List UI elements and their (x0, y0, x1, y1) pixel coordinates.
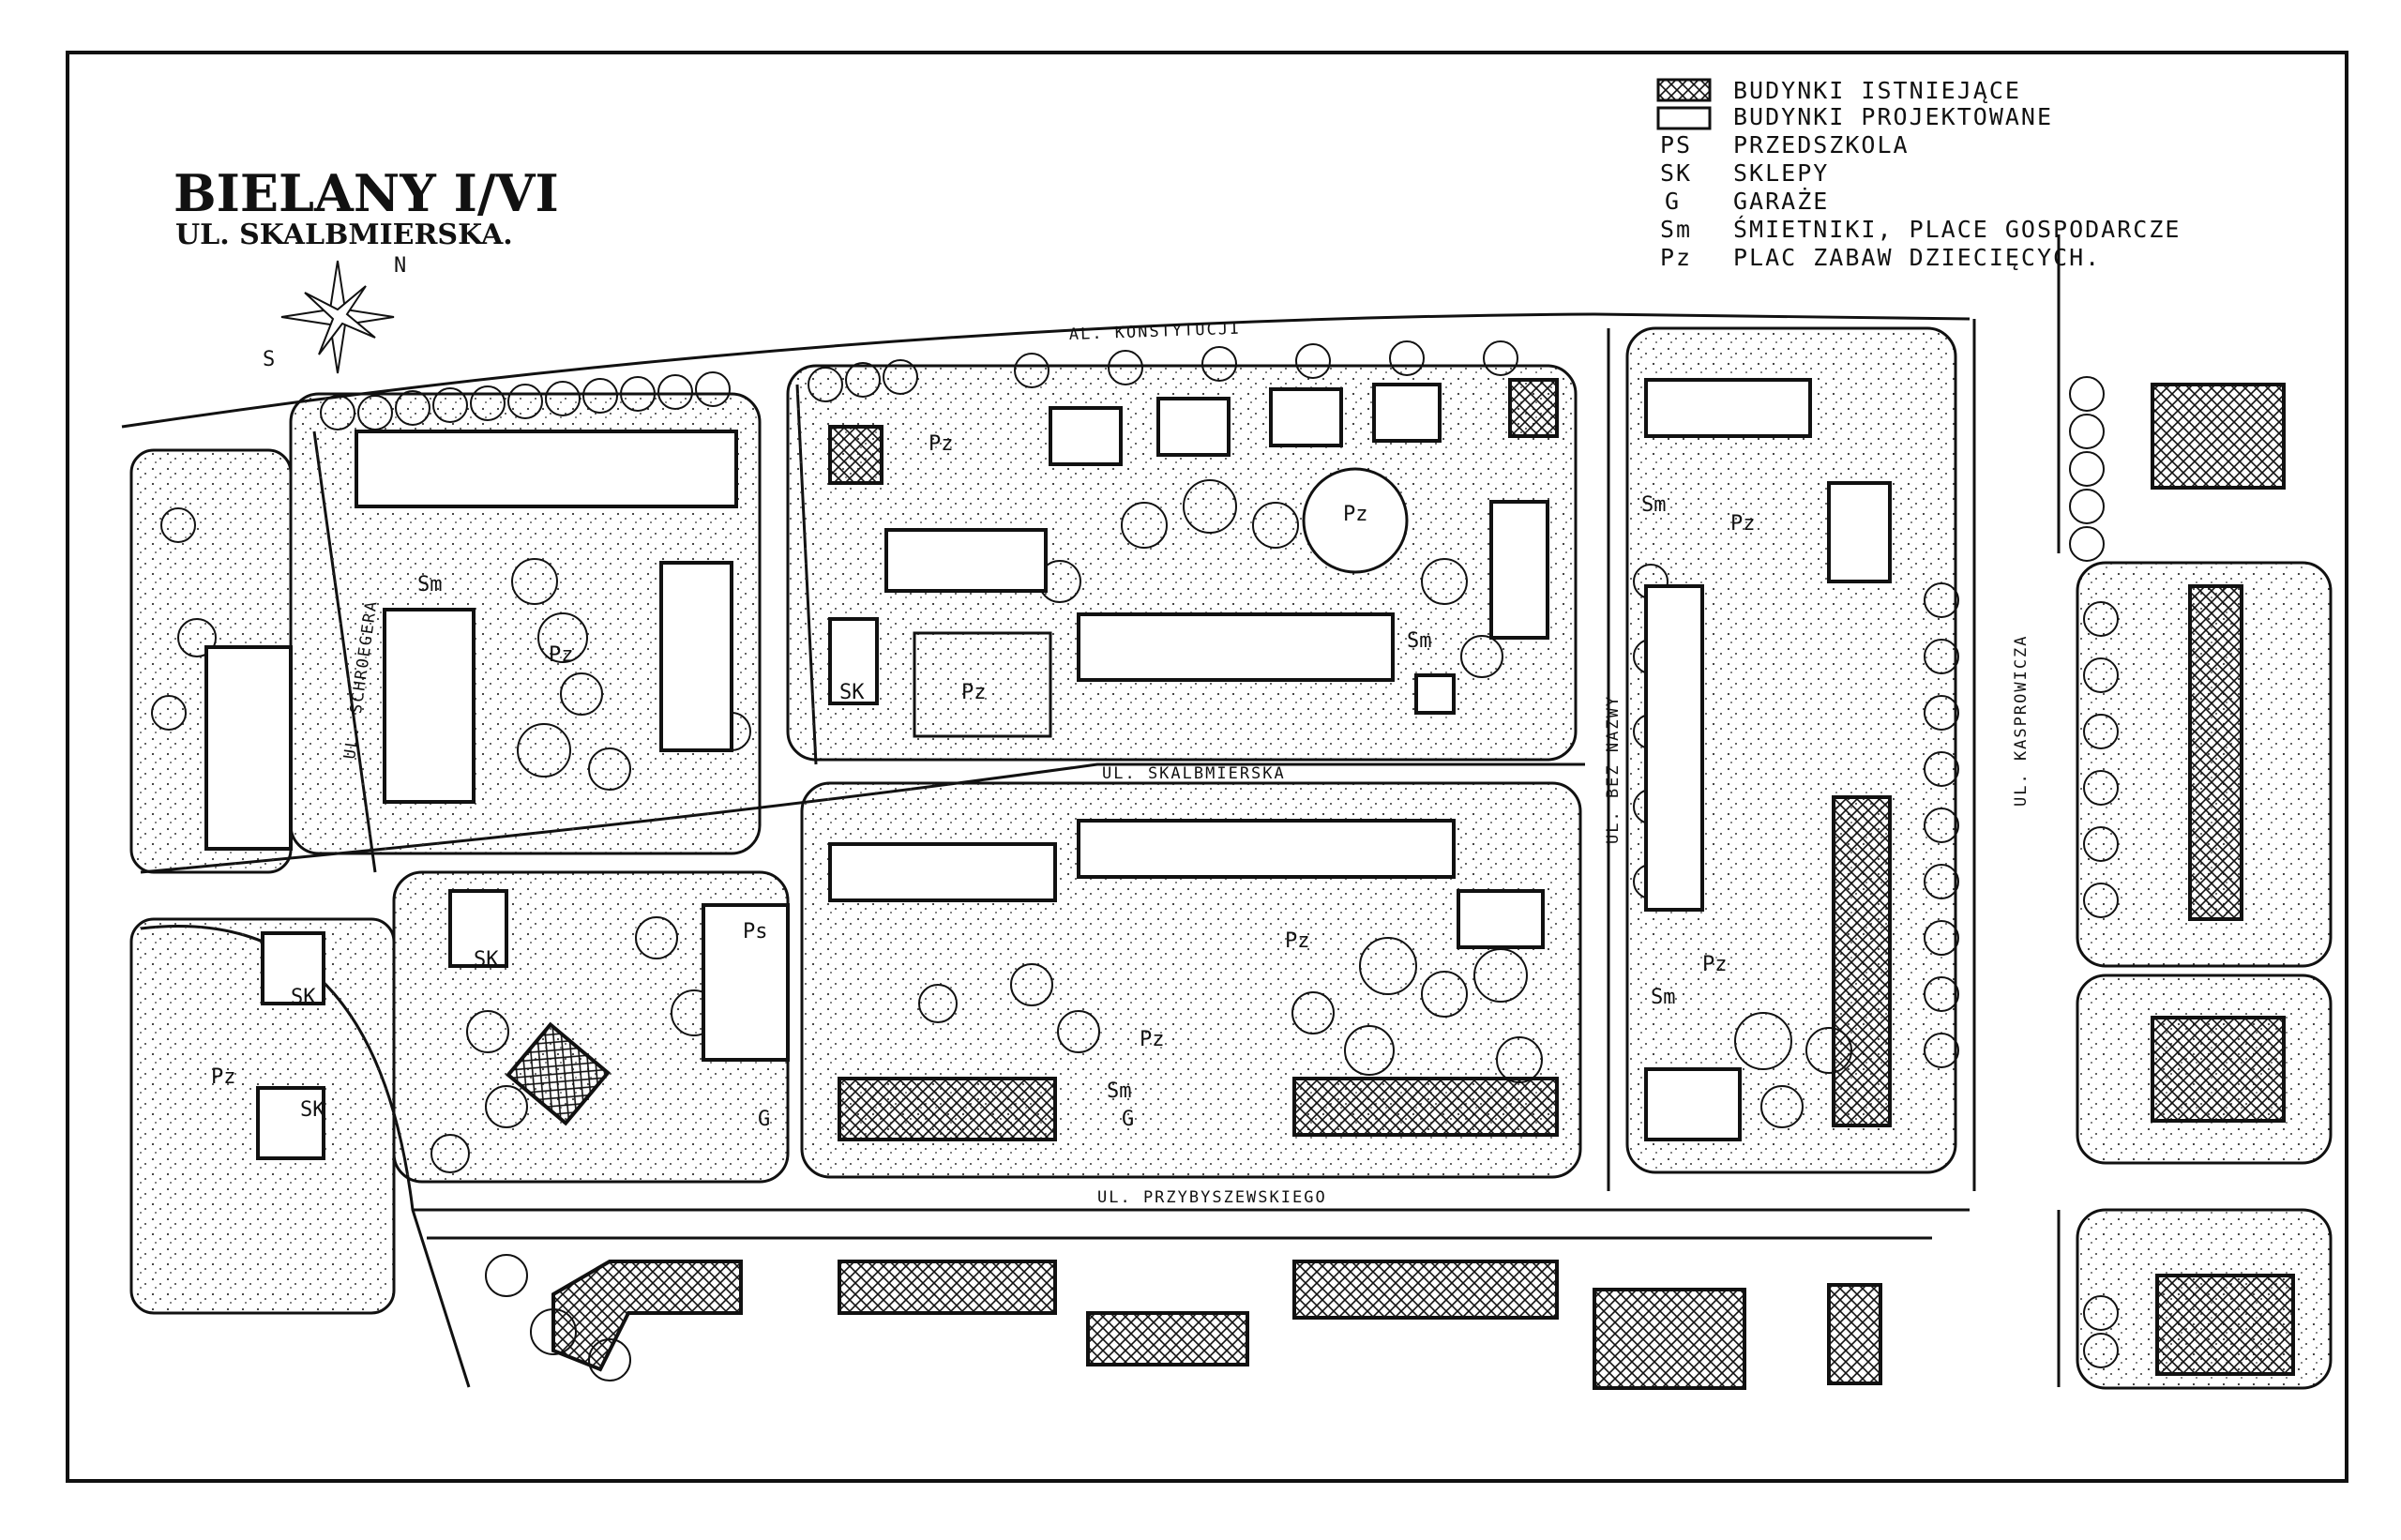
code-sk: SK (839, 681, 865, 704)
legend-symbol-ps: PS (1660, 131, 1692, 159)
building-projected (828, 617, 879, 705)
legend-label-existing: BUDYNKI ISTNIEJĄCE (1733, 77, 2021, 104)
building-projected (256, 1086, 325, 1160)
code-pz: Pz (211, 1065, 236, 1089)
building-projected (261, 931, 325, 1005)
code-pz: Pz (1730, 512, 1756, 536)
building-existing (828, 425, 883, 485)
projected-buildings (204, 378, 1892, 1160)
building-projected (383, 608, 476, 804)
map-frame (66, 51, 2348, 1483)
building-existing (1292, 1077, 1559, 1137)
building-projected (1644, 1067, 1742, 1141)
map-subtitle: UL. SKALBMIERSKA. (175, 219, 513, 251)
street-label-kasprowicza: UL. KASPROWICZA (2012, 634, 2031, 807)
building-existing (2151, 1016, 2286, 1123)
legend-symbol-sm: Sm (1660, 216, 1692, 243)
building-projected (1827, 481, 1892, 583)
map-title: BIELANY I/VI (174, 163, 559, 223)
map-codes: Pz Pz Pz Pz Pz Pz Pz Pz Pz SK SK SK SK S… (211, 432, 1756, 1131)
legend-symbol-pz: Pz (1660, 244, 1692, 271)
legend-label-pz: PLAC ZABAW DZIECIĘCYCH. (1733, 244, 2101, 271)
legend: BUDYNKI ISTNIEJĄCE BUDYNKI PROJEKTOWANE … (1656, 77, 2181, 271)
existing-buildings (506, 378, 2295, 1390)
building-projected (1372, 383, 1442, 443)
building-projected (1644, 584, 1704, 912)
legend-label-sk: SKLEPY (1733, 159, 1829, 187)
building-projected (1457, 889, 1545, 949)
building-projected (702, 903, 790, 1062)
code-pz: Pz (929, 432, 954, 456)
legend-symbol-g: G (1665, 188, 1681, 215)
legend-symbol-sk: SK (1660, 159, 1692, 187)
building-projected (884, 528, 1048, 593)
compass-south-label: S (263, 348, 275, 371)
building-existing (1292, 1260, 1559, 1320)
legend-label-sm: ŚMIETNIKI, PLACE GOSPODARCZE (1733, 215, 2181, 243)
building-projected (1077, 819, 1456, 879)
compass-rose-icon (280, 260, 395, 374)
building-existing (838, 1260, 1057, 1315)
legend-swatch-projected (1656, 106, 1712, 130)
code-sm: Sm (1651, 986, 1676, 1009)
legend-label-ps: PRZEDSZKOLA (1733, 131, 1910, 159)
building-existing (1832, 795, 1892, 1127)
legend-swatch-existing (1656, 78, 1712, 102)
street-label-bez-nazwy: UL. BEZ NAZWY (1604, 695, 1623, 844)
building-existing (2155, 1274, 2295, 1376)
street-label-konstytucji: AL. KONSTYTUCJI (1068, 320, 1241, 344)
building-projected (448, 889, 508, 968)
code-pz: Pz (1702, 953, 1728, 976)
building-existing (506, 1021, 611, 1126)
legend-label-projected: BUDYNKI PROJEKTOWANE (1733, 103, 2053, 130)
street-label-przybyszewskiego: UL. PRZYBYSZEWSKIEGO (1097, 1188, 1327, 1207)
code-sm: Sm (1407, 629, 1432, 653)
building-existing (1827, 1283, 1882, 1385)
building-projected (1049, 406, 1123, 466)
playground-pz (913, 631, 1052, 738)
building-existing (1086, 1311, 1249, 1366)
building-projected (1414, 673, 1456, 715)
code-ps: Ps (743, 920, 768, 944)
code-g: G (1122, 1108, 1134, 1131)
building-existing (2151, 383, 2286, 490)
code-sm: Sm (417, 573, 443, 596)
code-sm: Sm (1641, 493, 1667, 517)
code-sk: SK (300, 1098, 325, 1122)
building-projected (1644, 378, 1812, 438)
code-sm: Sm (1107, 1080, 1132, 1103)
code-pz: Pz (1140, 1028, 1165, 1051)
building-projected (828, 842, 1057, 902)
code-g: G (758, 1108, 770, 1131)
playground-circle-pz (1302, 467, 1409, 574)
building-projected (1156, 397, 1231, 457)
building-projected (1269, 387, 1343, 447)
building-projected (659, 561, 733, 752)
street-label-skalbmierska: UL. SKALBMIERSKA (1102, 764, 1286, 783)
code-pz: Pz (1285, 929, 1310, 953)
building-existing (838, 1077, 1057, 1141)
building-existing (1593, 1288, 1746, 1390)
legend-label-g: GARAŻE (1733, 188, 1829, 215)
code-sk: SK (474, 948, 499, 972)
building-existing (2188, 584, 2243, 921)
code-sk: SK (291, 986, 316, 1009)
building-existing (551, 1260, 743, 1372)
code-pz: Pz (1343, 503, 1368, 526)
building-projected (1489, 500, 1549, 640)
code-pz: Pz (961, 681, 987, 704)
compass-north-label: N (394, 254, 406, 278)
building-existing (1508, 378, 1559, 438)
code-pz: Pz (549, 643, 574, 667)
building-projected (355, 430, 738, 508)
building-projected (204, 645, 293, 851)
building-projected (1077, 612, 1395, 682)
